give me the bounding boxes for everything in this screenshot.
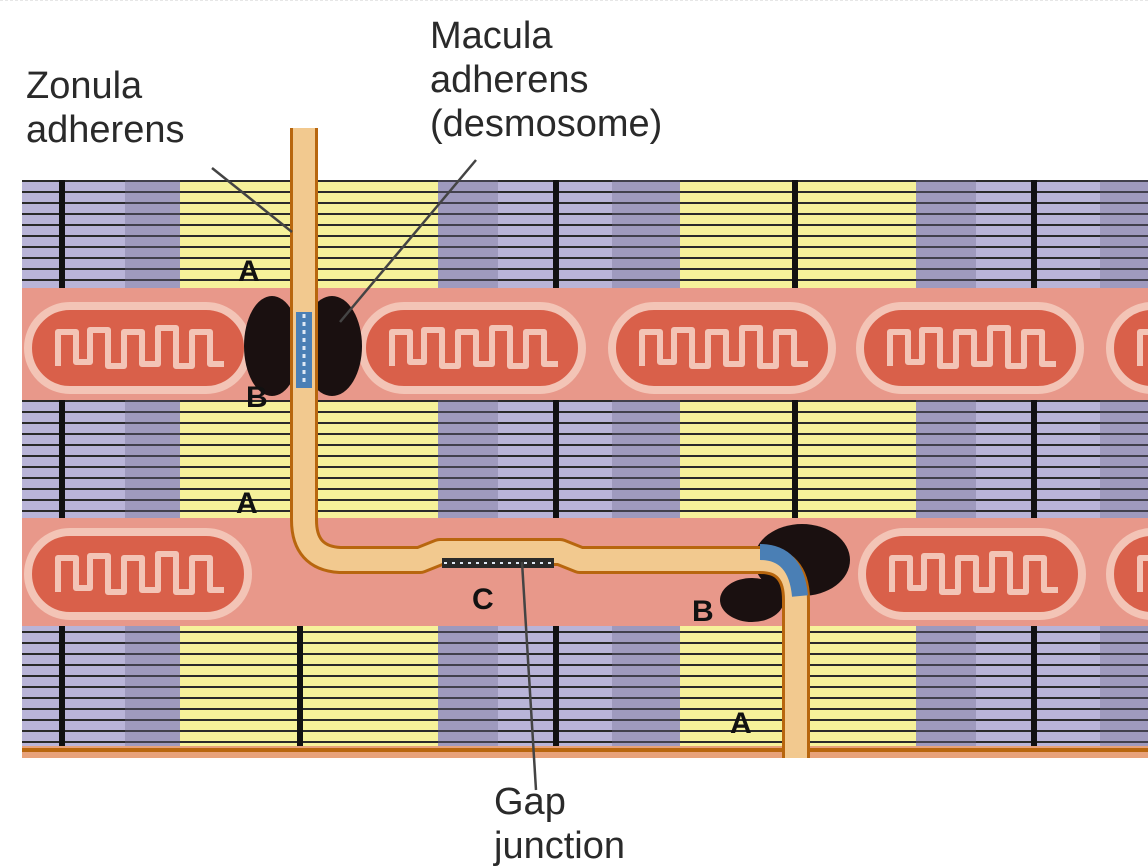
zonula-label-line2: adherens (26, 108, 184, 152)
gap-junction-label: Gap junction (494, 780, 625, 868)
marker-a-top: A (236, 256, 262, 288)
macula-label-line3: (desmosome) (430, 102, 662, 146)
zonula-label-line1: Zonula (26, 64, 184, 108)
marker-c: C (470, 584, 496, 616)
macula-label-line1: Macula (430, 14, 662, 58)
macula-label-line2: adherens (430, 58, 662, 102)
marker-a-bottom: A (728, 708, 754, 740)
marker-a-middle: A (234, 488, 260, 520)
marker-b-top: B (244, 382, 270, 414)
macula-adherens-label: Macula adherens (desmosome) (430, 14, 662, 146)
zonula-adherens-label: Zonula adherens (26, 64, 184, 152)
gap-label-line2: junction (494, 824, 625, 868)
gap-label-line1: Gap (494, 780, 625, 824)
myofibril-rows (22, 180, 1148, 746)
marker-b-bottom: B (690, 596, 716, 628)
